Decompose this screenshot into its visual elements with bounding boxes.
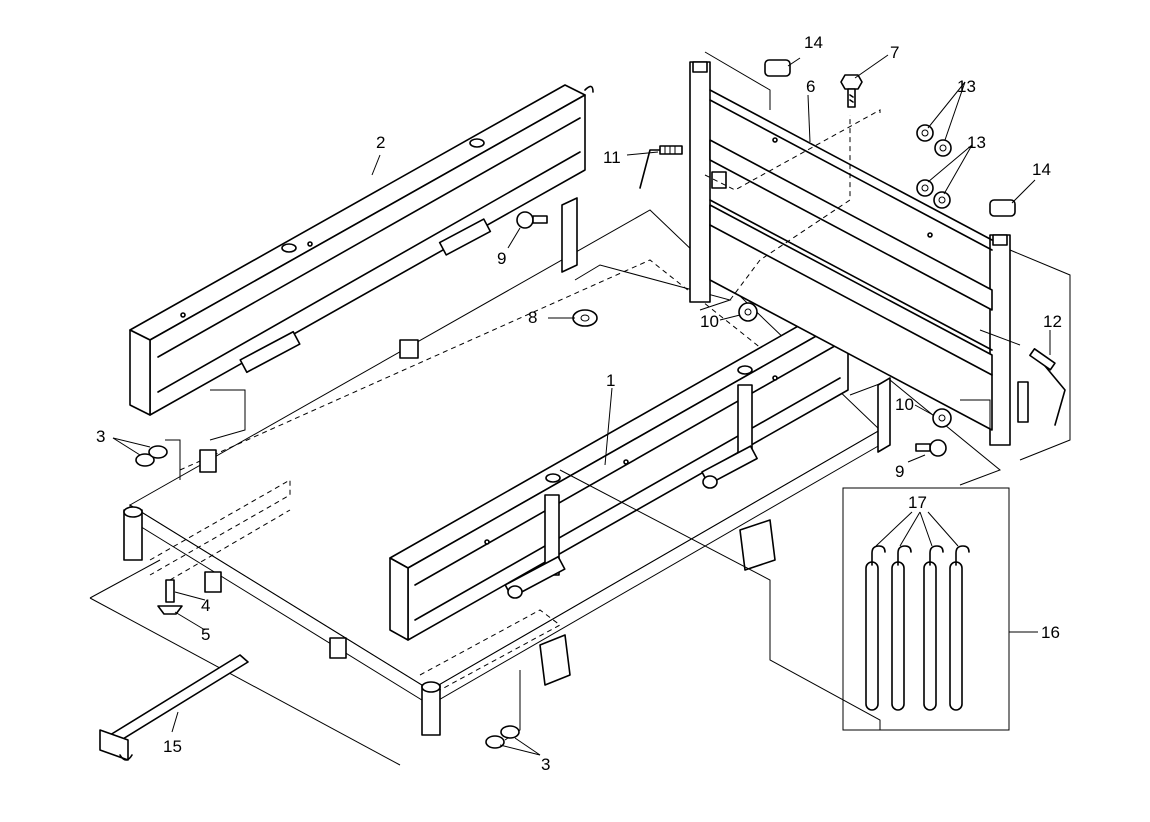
part-17-pins bbox=[865, 545, 970, 711]
callout-15: 15 bbox=[163, 737, 182, 756]
frame-hinge-sockets bbox=[539, 519, 776, 686]
part-14-cap-lower bbox=[989, 199, 1016, 217]
part-9-bracket-plates bbox=[561, 197, 891, 453]
part-4-bolt bbox=[165, 579, 175, 603]
leader-lines bbox=[112, 54, 1051, 756]
side-panel-1-hinge-arm bbox=[504, 384, 758, 599]
callout-2: 2 bbox=[376, 133, 385, 152]
callout-6: 6 bbox=[806, 77, 815, 96]
end-gate-6 bbox=[689, 61, 1029, 446]
side-panel-2 bbox=[129, 84, 594, 416]
part-9-bolt-lower bbox=[915, 439, 947, 457]
part-13-nuts-lower bbox=[916, 179, 951, 209]
part-3-rings-upper bbox=[135, 445, 168, 467]
callout-10b: 10 bbox=[895, 395, 914, 414]
callout-9b: 9 bbox=[895, 462, 904, 481]
part-8-knob bbox=[572, 309, 598, 327]
callout-17: 17 bbox=[908, 493, 927, 512]
part-10-nut-upper bbox=[738, 302, 758, 322]
callout-10a: 10 bbox=[700, 312, 719, 331]
part-9-bolt-upper bbox=[516, 211, 548, 229]
callout-11: 11 bbox=[603, 148, 621, 167]
part-15-handle-bar bbox=[99, 654, 249, 761]
callout-7: 7 bbox=[890, 43, 899, 62]
frame-corner-post-left bbox=[123, 506, 441, 736]
end-gate-latch-bracket bbox=[711, 171, 1029, 423]
callout-14b: 14 bbox=[1032, 160, 1051, 179]
callout-13a: 13 bbox=[957, 77, 976, 96]
inset-box-16 bbox=[842, 487, 1010, 731]
side-panel-2-hinge bbox=[239, 218, 492, 374]
callout-5: 5 bbox=[201, 625, 210, 644]
side-panel-1 bbox=[389, 307, 849, 641]
part-3-rings-lower bbox=[485, 725, 520, 749]
callout-1: 1 bbox=[606, 371, 615, 390]
part-12-lock-pin bbox=[1029, 348, 1066, 426]
callout-8: 8 bbox=[528, 308, 537, 327]
part-14-cap-upper bbox=[764, 59, 791, 77]
frame-bracket-front-left bbox=[199, 339, 419, 659]
part-5-wing-nut bbox=[157, 605, 183, 615]
callout-13b: 13 bbox=[967, 133, 986, 152]
callout-16: 16 bbox=[1041, 623, 1060, 642]
callout-labels: 1 2 3 3 4 5 6 7 8 9 9 10 10 11 12 13 13 … bbox=[96, 33, 1062, 774]
end-gate-guide-lines bbox=[704, 51, 1021, 430]
callout-14a: 14 bbox=[804, 33, 823, 52]
callout-3a: 3 bbox=[96, 427, 105, 446]
base-frame bbox=[89, 209, 1071, 766]
part-7-bolt bbox=[840, 74, 863, 108]
part-10-nut-lower bbox=[932, 408, 952, 428]
callout-4: 4 bbox=[201, 596, 210, 615]
callout-12: 12 bbox=[1043, 312, 1062, 331]
callout-9a: 9 bbox=[497, 249, 506, 268]
part-13-nuts-upper bbox=[916, 124, 952, 157]
part-11-lock-pin bbox=[639, 145, 683, 189]
callout-3b: 3 bbox=[541, 755, 550, 774]
